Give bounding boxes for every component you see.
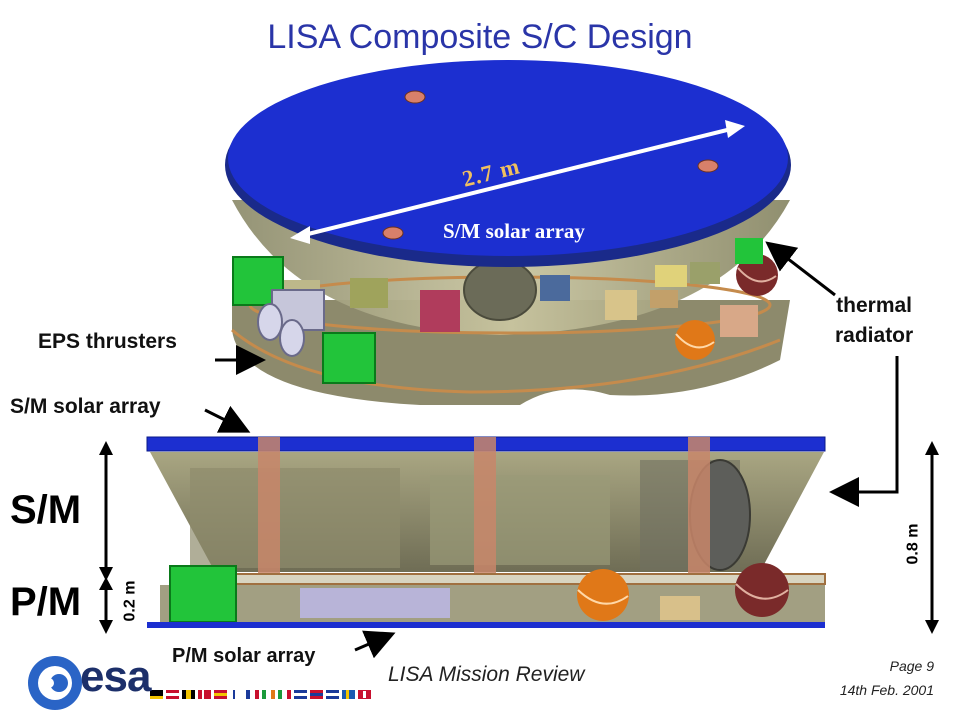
total-height-label: 0.8 m (904, 523, 922, 565)
thermal-radiator-line1: thermal (836, 294, 913, 317)
mission-name: LISA Mission Review (388, 663, 585, 686)
pm-module-label: P/M (10, 580, 82, 624)
thermal-radiator-line2: radiator (835, 324, 914, 347)
sm-solar-array-side-label: S/M solar array (10, 395, 161, 418)
leader-lines (99, 241, 939, 659)
side-view (146, 436, 826, 628)
pm-height-label: 0.2 m (121, 580, 139, 622)
slide-title: LISA Composite S/C Design (267, 18, 693, 56)
top-view (225, 60, 791, 405)
thermal-radiator-label: thermal radiator (835, 291, 913, 351)
slide-date: 14th Feb. 2001 (839, 682, 934, 698)
esa-logo-text: esa (80, 652, 151, 701)
sm-solar-array-top-label: S/M solar array (443, 219, 585, 243)
esa-logo-mark (28, 656, 82, 710)
pm-solar-array-label: P/M solar array (172, 645, 316, 667)
eps-thrusters-label: EPS thrusters (38, 330, 177, 353)
sm-module-label: S/M (10, 488, 82, 532)
member-flags (150, 690, 371, 699)
page-number: Page 9 (889, 658, 934, 674)
